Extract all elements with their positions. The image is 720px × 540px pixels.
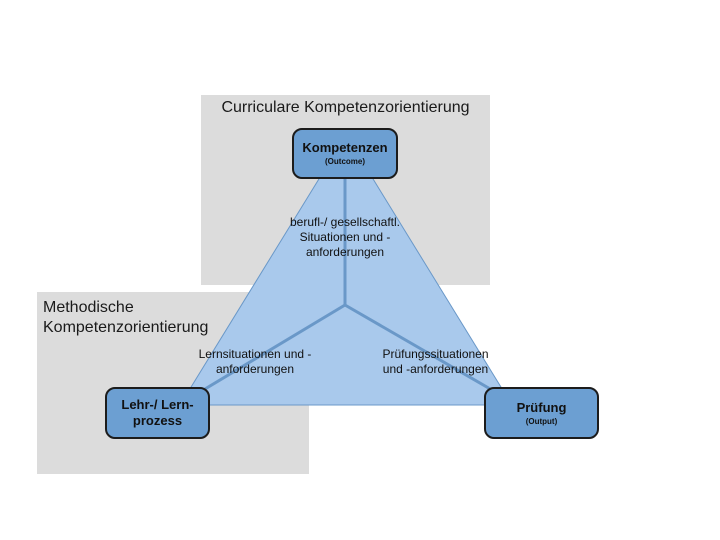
node-exam-subtitle: (Output) (525, 416, 558, 426)
node-competencies: Kompetenzen (Outcome) (292, 128, 398, 179)
node-process-title: Lehr-/ Lern-prozess (121, 397, 194, 428)
node-exam: Prüfung (Output) (484, 387, 599, 439)
edge-label-learning-situations: Lernsituationen und -anforderungen (198, 347, 312, 376)
curricular-panel-title: Curriculare Kompetenzorientierung (221, 99, 470, 116)
node-teaching-learning-process: Lehr-/ Lern-prozess (105, 387, 210, 439)
connector-right (344, 303, 493, 392)
node-competencies-subtitle: (Outcome) (325, 157, 365, 166)
methodical-panel-title: Methodische Kompetenzorientierung (43, 299, 209, 336)
edge-label-situations: berufl-/ gesellschaftl. Situationen und … (289, 215, 401, 259)
node-exam-title: Prüfung (516, 399, 567, 415)
connector-left (199, 303, 346, 394)
node-competencies-title: Kompetenzen (302, 140, 388, 155)
edge-label-exam-situations: Prüfungssituationen und -anforderungen (382, 347, 489, 376)
